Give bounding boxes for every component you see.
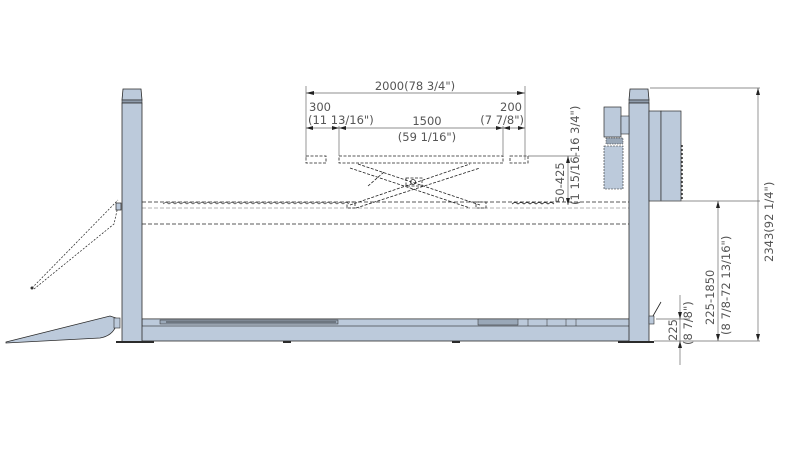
left-post [116, 88, 146, 343]
dimension-lines [305, 86, 760, 365]
dim-jack-left-mm: 300 [309, 100, 331, 114]
runway-raised-outline [142, 201, 630, 225]
dim-jack-overall: 2000(78 3/4") [375, 79, 455, 93]
dim-runway-range-mm: 225-1850 [703, 270, 717, 325]
scissor-jack [305, 155, 529, 209]
dim-min-height-in: (8 7/8") [681, 301, 695, 345]
dim-min-height-mm: 225 [666, 319, 680, 341]
dimension-arrows [306, 88, 760, 348]
dim-lift-range-mm: 50-425 [553, 162, 567, 203]
dim-overall-height: 2343(92 1/4") [762, 182, 776, 262]
dim-jack-left-in: (11 13/16") [308, 113, 374, 127]
runway-track-texture [162, 201, 350, 205]
dim-jack-right-mm: 200 [500, 100, 522, 114]
dim-jack-center-in: (59 1/16") [398, 130, 456, 144]
raised-ramp-outline [30, 199, 122, 290]
dim-jack-center-mm: 1500 [412, 114, 441, 128]
dim-jack-right-in: (7 7/8") [480, 113, 524, 127]
runway-track-texture-right [511, 201, 555, 205]
dim-lift-range-in: (1 15/16-16 3/4") [568, 106, 582, 205]
approach-ramp [5, 315, 121, 344]
dim-runway-range-in: (8 7/8-72 13/16") [719, 236, 733, 335]
right-post [624, 88, 662, 343]
hydraulic-power-unit [603, 106, 683, 202]
scissor-pivot [410, 179, 416, 185]
runway [139, 318, 635, 343]
